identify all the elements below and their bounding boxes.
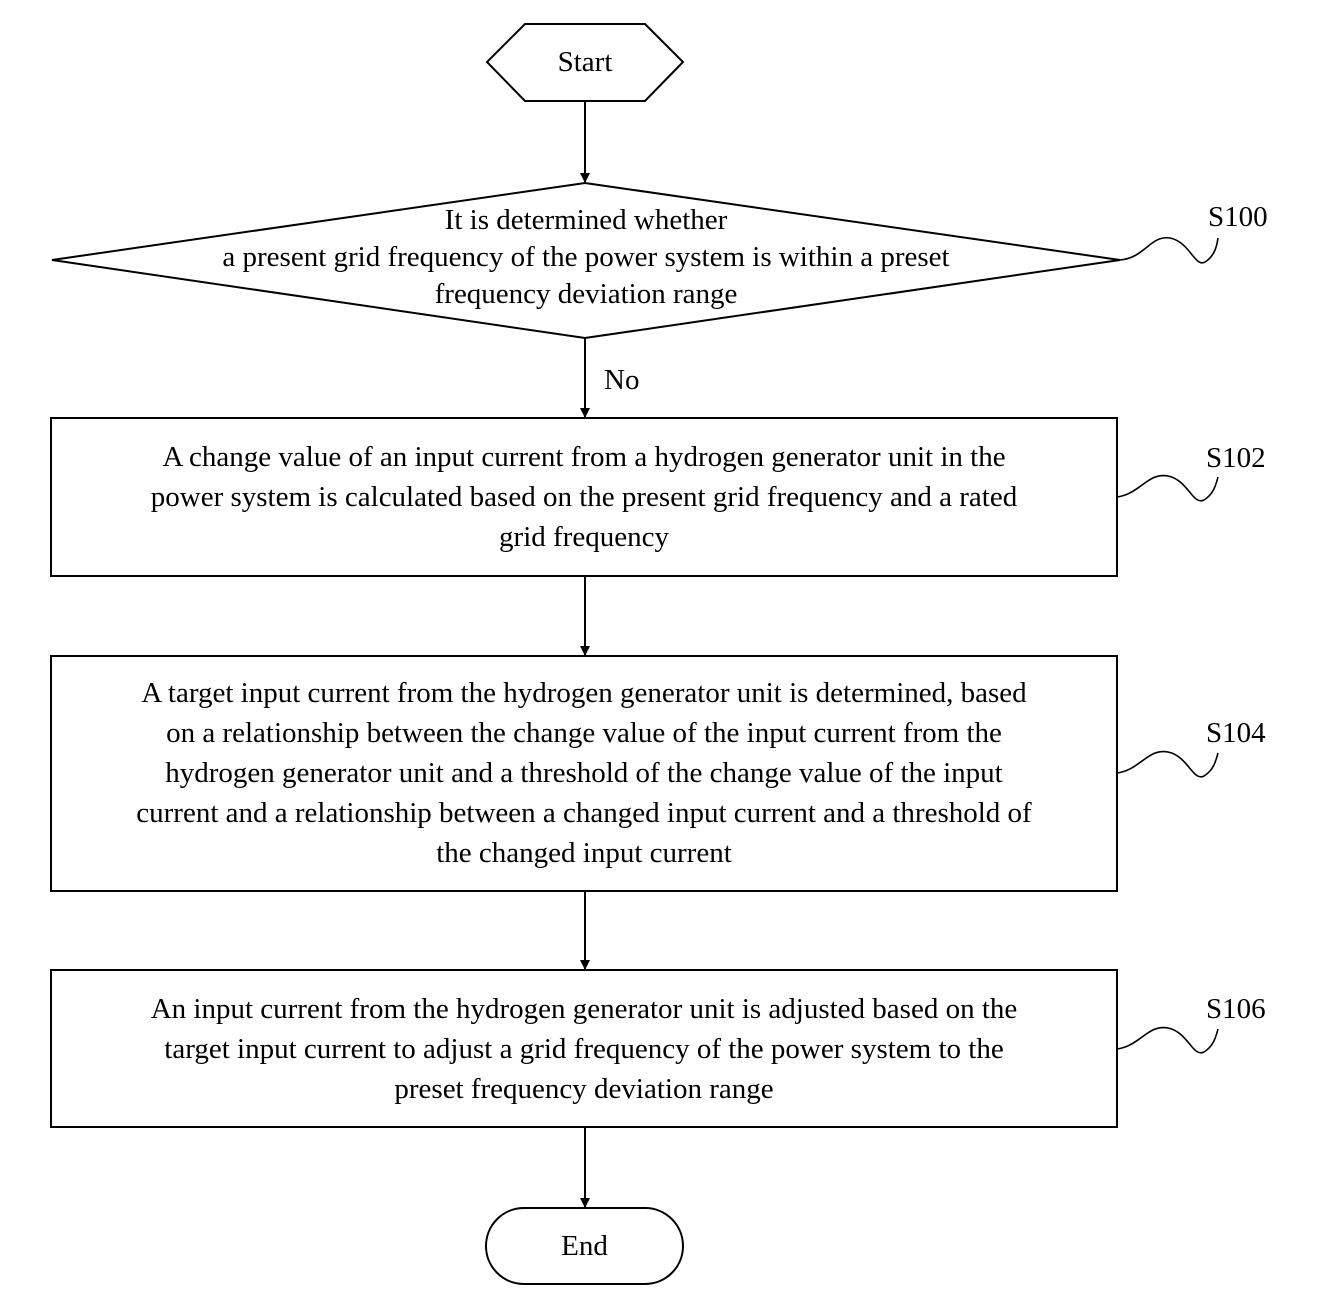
leader-s100 bbox=[1120, 238, 1218, 263]
step-line: the changed input current bbox=[51, 833, 1117, 873]
step-line: grid frequency bbox=[51, 517, 1117, 557]
step-line: current and a relationship between a cha… bbox=[51, 793, 1117, 833]
step-line: An input current from the hydrogen gener… bbox=[51, 989, 1117, 1029]
step-id-s100: S100 bbox=[1208, 200, 1268, 234]
step-id-s104: S104 bbox=[1206, 716, 1266, 750]
no-branch-label: No bbox=[604, 360, 639, 400]
step-line: A target input current from the hydrogen… bbox=[51, 673, 1117, 713]
step-id-s106: S106 bbox=[1206, 992, 1266, 1026]
step-line: A change value of an input current from … bbox=[51, 437, 1117, 477]
step-line: target input current to adjust a grid fr… bbox=[51, 1029, 1117, 1069]
decision-line: a present grid frequency of the power sy… bbox=[52, 239, 1120, 276]
step-line: on a relationship between the change val… bbox=[51, 713, 1117, 753]
leader-s102 bbox=[1117, 476, 1218, 501]
start-label: Start bbox=[487, 42, 683, 82]
step-line: hydrogen generator unit and a threshold … bbox=[51, 753, 1117, 793]
step-line: preset frequency deviation range bbox=[51, 1069, 1117, 1109]
step-line: power system is calculated based on the … bbox=[51, 477, 1117, 517]
leader-s104 bbox=[1117, 752, 1218, 777]
decision-line: frequency deviation range bbox=[52, 276, 1120, 313]
step-id-s102: S102 bbox=[1206, 441, 1266, 475]
end-label: End bbox=[486, 1226, 683, 1266]
decision-line: It is determined whether bbox=[52, 202, 1120, 239]
leader-s106 bbox=[1117, 1028, 1218, 1053]
